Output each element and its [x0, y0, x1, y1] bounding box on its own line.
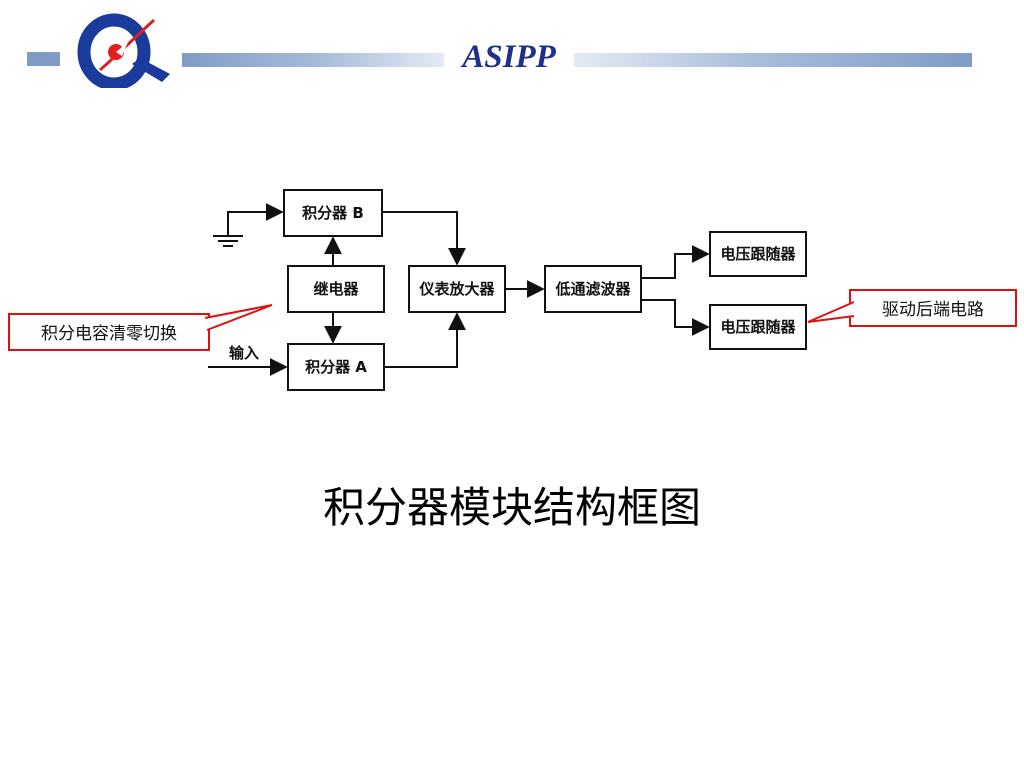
block-integrator-a: 积分器 A — [287, 343, 385, 391]
header-bar-right — [574, 53, 972, 67]
callout-backend-drive: 驱动后端电路 — [807, 289, 1017, 327]
connector-integrator-b-to-amplifier — [382, 211, 466, 266]
diagram-caption: 积分器模块结构框图 — [322, 483, 701, 532]
callout-capacitor-reset-text: 积分电容清零切换 — [41, 324, 177, 344]
connector-integrator-a-to-amplifier — [384, 312, 466, 368]
connector-ground-to-integrator-b — [227, 203, 284, 236]
callout-backend-drive-text: 驱动后端电路 — [882, 300, 984, 320]
callout-capacitor-reset: 积分电容清零切换 — [8, 304, 273, 351]
block-voltage-follower-2: 电压跟随器 — [709, 304, 807, 350]
asipp-logo — [77, 13, 170, 88]
block-relay: 继电器 — [287, 265, 385, 313]
block-relay-label: 继电器 — [313, 280, 359, 298]
block-voltage-follower-1: 电压跟随器 — [709, 231, 807, 277]
block-integrator-b-label: 积分器 B — [302, 204, 364, 222]
block-instrumentation-amplifier-label: 仪表放大器 — [418, 280, 495, 298]
organization-name: ASIPP — [462, 39, 556, 75]
block-voltage-follower-1-label: 电压跟随器 — [720, 245, 796, 263]
block-integrator-a-label: 积分器 A — [305, 358, 367, 376]
block-low-pass-filter-label: 低通滤波器 — [554, 280, 631, 298]
block-integrator-b: 积分器 B — [283, 189, 383, 237]
header-bar-left — [27, 52, 60, 66]
header-bar-middle — [182, 53, 444, 67]
block-voltage-follower-2-label: 电压跟随器 — [720, 318, 796, 336]
input-label: 输入 — [229, 344, 259, 362]
block-instrumentation-amplifier: 仪表放大器 — [408, 265, 506, 313]
block-low-pass-filter: 低通滤波器 — [544, 265, 642, 313]
ground-icon — [213, 235, 243, 247]
connector-filter-to-follower-2 — [641, 299, 710, 336]
slide-header: ASIPP — [0, 0, 1024, 100]
connector-filter-to-follower-1 — [641, 245, 710, 279]
